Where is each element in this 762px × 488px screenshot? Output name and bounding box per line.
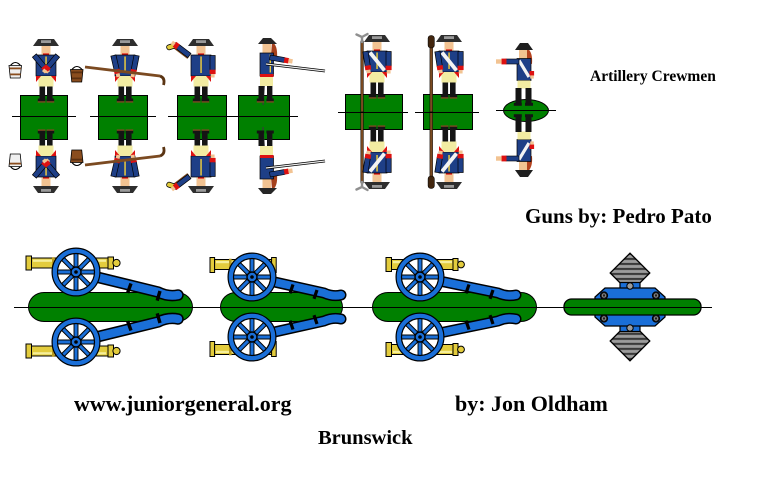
crewman-handspike-mirror bbox=[256, 126, 326, 194]
sheet-title: Brunswick bbox=[318, 427, 413, 449]
rammer-head-icon bbox=[427, 35, 435, 49]
guns-credit-label: Guns by: Pedro Pato bbox=[525, 204, 712, 228]
fold-line bbox=[168, 116, 232, 117]
fold-line bbox=[338, 112, 408, 113]
officer-pointing-mirror bbox=[496, 114, 535, 177]
fold-line bbox=[12, 116, 76, 117]
field-cannon-1-mirror bbox=[10, 307, 195, 368]
figures-credit-label: by: Jon Oldham bbox=[455, 391, 608, 416]
crossbelt bbox=[517, 59, 531, 78]
field-cannon-3-mirror bbox=[366, 307, 541, 366]
fold-line bbox=[415, 112, 479, 113]
fold-line bbox=[206, 307, 358, 308]
sponge-staff-icon bbox=[84, 65, 166, 86]
crewman-handspike-figure bbox=[256, 38, 326, 106]
crewman-carrying-buckets-figure bbox=[8, 38, 84, 104]
crewman-rammer-figure bbox=[427, 34, 465, 113]
crossbelt bbox=[368, 51, 386, 72]
fold-line bbox=[358, 307, 548, 308]
field-cannon-3 bbox=[366, 248, 541, 307]
fold-line bbox=[548, 307, 712, 308]
crewman-linstock-figure bbox=[166, 38, 217, 104]
crewman-worm-figure bbox=[355, 32, 393, 113]
crossbelt bbox=[440, 51, 458, 72]
fold-line bbox=[228, 116, 298, 117]
fold-line bbox=[496, 110, 556, 111]
handspike-icon bbox=[265, 62, 326, 73]
officer-pointing-figure bbox=[496, 43, 535, 106]
crewmen-section-label: Artillery Crewmen bbox=[590, 68, 716, 85]
fold-line bbox=[90, 116, 156, 117]
field-cannon-1 bbox=[10, 246, 195, 307]
bucket-white-icon bbox=[8, 61, 22, 79]
field-cannon-2 bbox=[196, 248, 356, 307]
rammer-staff-icon bbox=[429, 46, 433, 113]
crewman-worm-mirror bbox=[355, 111, 393, 192]
pointing-arm bbox=[496, 58, 520, 65]
worm-hook-icon bbox=[355, 32, 369, 44]
crewman-rammer-mirror bbox=[427, 111, 465, 190]
crewman-sponge-rammer-mirror bbox=[84, 128, 166, 194]
website-label: www.juniorgeneral.org bbox=[74, 391, 292, 416]
crewman-linstock-mirror bbox=[166, 128, 217, 194]
carriage-bolts bbox=[599, 291, 661, 323]
field-cannon-2-mirror bbox=[196, 307, 356, 366]
crewman-sponge-rammer-figure bbox=[84, 38, 166, 104]
bucket-brown-icon bbox=[70, 65, 84, 83]
crewman-carrying-buckets-mirror bbox=[8, 128, 84, 194]
fold-line bbox=[14, 307, 206, 308]
